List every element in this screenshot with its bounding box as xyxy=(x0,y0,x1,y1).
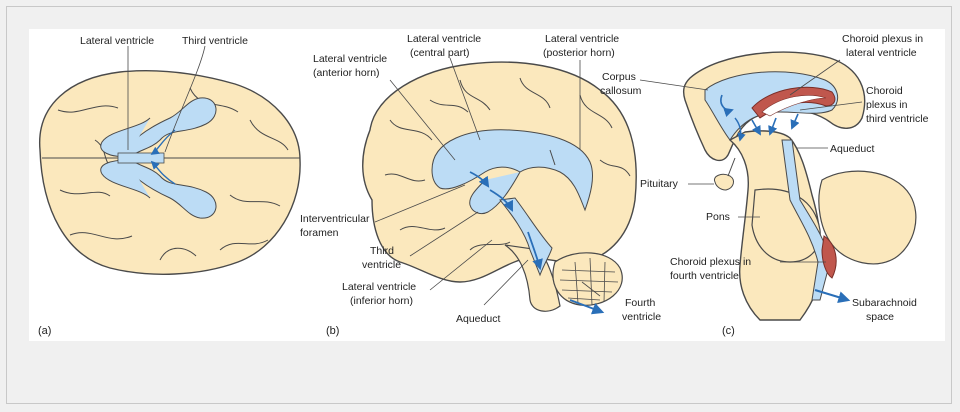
label-lateral-anterior-2: (anterior horn) xyxy=(313,67,380,79)
label-lateral-inferior-1: Lateral ventricle xyxy=(342,281,416,293)
label-fourth-ventricle-1: Fourth xyxy=(625,297,656,309)
panel-b-tag: (b) xyxy=(326,325,339,337)
panel-a-tag: (a) xyxy=(38,325,51,337)
label-corpus-callosum-1: Corpus xyxy=(602,71,636,83)
label-subarachnoid-1: Subarachnoid xyxy=(852,297,917,309)
label-choroid-third-3: third ventricle xyxy=(866,113,929,125)
label-choroid-third-2: plexus in xyxy=(866,99,908,111)
label-aqueduct-b: Aqueduct xyxy=(456,313,500,325)
label-lateral-central-1: Lateral ventricle xyxy=(407,33,481,45)
label-corpus-callosum-2: callosum xyxy=(600,85,642,97)
label-third-ventricle-a: Third ventricle xyxy=(182,35,248,47)
label-choroid-lateral-1: Choroid plexus in xyxy=(842,33,923,45)
label-choroid-third-1: Choroid xyxy=(866,85,903,97)
label-lateral-posterior-2: (posterior horn) xyxy=(543,47,615,59)
label-choroid-fourth-1: Choroid plexus in xyxy=(670,256,751,268)
label-pons: Pons xyxy=(706,211,730,223)
panel-b-brain-lateral-view xyxy=(363,58,636,312)
label-third-ventricle-b-1: Third xyxy=(370,245,394,257)
label-choroid-lateral-2: lateral ventricle xyxy=(846,47,917,59)
label-lateral-inferior-2: (inferior horn) xyxy=(350,295,413,307)
label-third-ventricle-b-2: ventricle xyxy=(362,259,401,271)
label-lateral-posterior-1: Lateral ventricle xyxy=(545,33,619,45)
label-lateral-central-2: (central part) xyxy=(410,47,470,59)
label-pituitary: Pituitary xyxy=(640,178,679,190)
label-fourth-ventricle-2: ventricle xyxy=(622,311,661,323)
panel-c-tag: (c) xyxy=(722,325,735,337)
label-choroid-fourth-2: fourth ventricle xyxy=(670,270,739,282)
label-subarachnoid-2: space xyxy=(866,311,894,323)
panel-a-brain-top-view xyxy=(40,46,300,274)
label-aqueduct-c: Aqueduct xyxy=(830,143,874,155)
label-lateral-ventricle-a: Lateral ventricle xyxy=(80,35,154,47)
label-interventricular-2: foramen xyxy=(300,227,339,239)
label-lateral-anterior-1: Lateral ventricle xyxy=(313,53,387,65)
label-interventricular-1: Interventricular xyxy=(300,213,370,225)
